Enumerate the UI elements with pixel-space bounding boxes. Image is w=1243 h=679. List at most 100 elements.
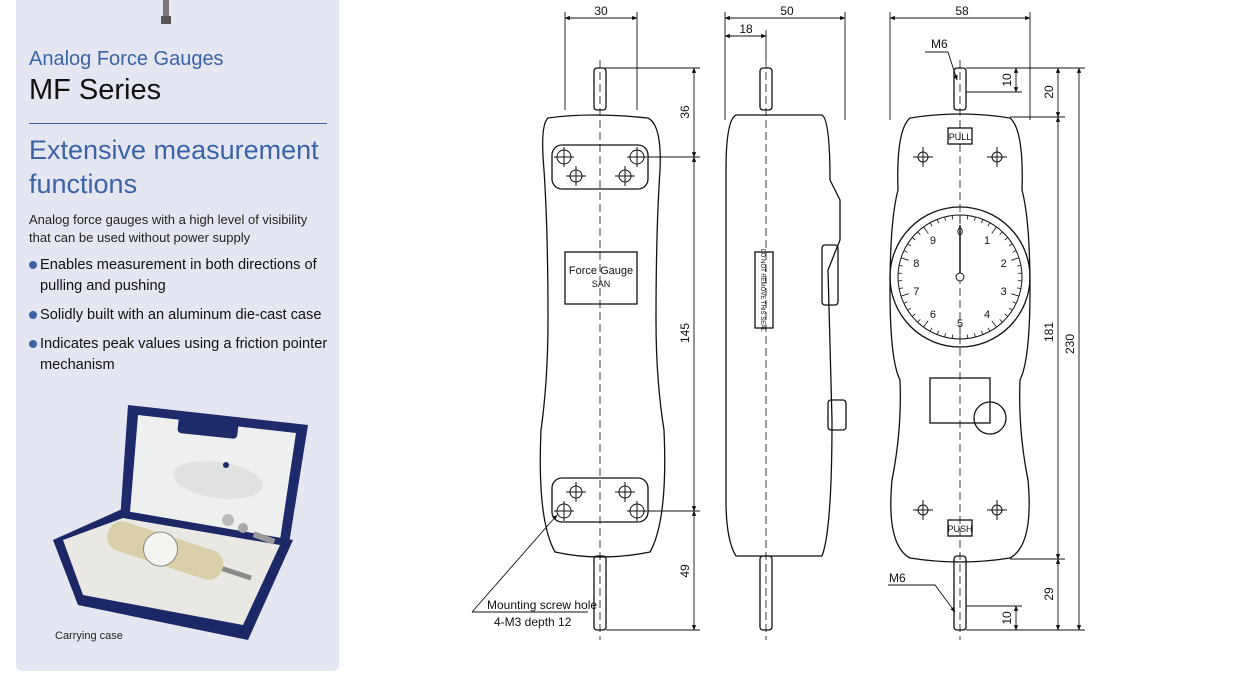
dial-tick (1016, 287, 1021, 290)
dial-tick (974, 333, 976, 338)
dial-tick (923, 226, 929, 234)
feature-item: Indicates peak values using a friction p… (29, 334, 329, 376)
dial-tick (999, 231, 1003, 235)
dial-tick (980, 330, 984, 335)
dial-tick (980, 219, 984, 224)
back-nameplate-line2: SAN (592, 279, 611, 289)
dial-tick (903, 250, 908, 253)
feature-item: Enables measurement in both directions o… (29, 255, 329, 297)
dial-tick (974, 216, 976, 221)
thread-label-bottom: M6 (889, 571, 906, 585)
dial-number: 4 (984, 309, 990, 321)
dial-tick (936, 330, 940, 335)
dial-tick (900, 293, 909, 297)
dim-side-width: 50 (780, 4, 794, 18)
intro-text: Analog force gauges with a high level of… (29, 212, 308, 245)
dim-front-width: 58 (955, 4, 969, 18)
dial-tick (1012, 250, 1017, 253)
series-title: MF Series (29, 74, 162, 106)
dial-tick (1008, 243, 1013, 247)
dial-tick (911, 313, 916, 317)
dial-tick (1016, 264, 1021, 267)
dial-tick (1004, 237, 1009, 241)
side-seal-label: DO NOT REMOVE THIS SEAL (759, 248, 765, 332)
dial-numbers: 0 12 34 5 67 89 (913, 226, 1007, 330)
back-nameplate-line1: Force Gauge (569, 265, 633, 277)
dial-tick (1004, 313, 1009, 317)
dial-tick (911, 237, 916, 241)
dial-tick (907, 243, 912, 247)
dim-thread-top: 10 (1000, 73, 1014, 87)
dial-tick (944, 333, 946, 338)
side-view (725, 60, 847, 640)
dimension-drawing: 30 50 18 58 36 145 49 10 20 181 230 29 1… (471, 4, 1085, 640)
dim-face-height: 181 (1042, 322, 1056, 342)
dial-number: 6 (930, 309, 936, 321)
dial-tick (1012, 301, 1017, 304)
category-title: Analog Force Gauges (29, 48, 224, 70)
dial-tick (1008, 307, 1013, 311)
dim-thread-bottom: 10 (1000, 611, 1014, 625)
feature-text: Enables measurement in both directions o… (40, 257, 317, 294)
dial-number: 3 (1001, 286, 1007, 298)
dial-tick (991, 226, 997, 234)
feature-item: Solidly built with an aluminum die-cast … (29, 305, 329, 326)
gauge-tip-image (161, 0, 171, 24)
dial-tick (900, 257, 909, 261)
mounting-label: Mounting screw hole (487, 598, 597, 612)
dim-bottom-shaft: 49 (678, 564, 692, 578)
dial-tick (999, 319, 1003, 323)
feature-list: Enables measurement in both directions o… (29, 255, 329, 384)
dim-bottom-to-face: 29 (1042, 587, 1056, 601)
dial-number: 1 (984, 235, 990, 247)
section-heading: Extensive measurement functions (29, 135, 319, 199)
dial-tick (987, 327, 991, 332)
dial-tick (966, 215, 969, 220)
dial-tick (923, 320, 929, 328)
dim-top-to-face: 20 (1042, 85, 1056, 99)
dial-tick (917, 231, 921, 235)
dial-tick (951, 334, 954, 339)
dial-tick (907, 307, 912, 311)
dial-tick (936, 219, 940, 224)
dial-tick (899, 264, 904, 267)
dial-tick (987, 222, 991, 227)
dial-number: 7 (913, 286, 919, 298)
pull-label: PULL (949, 132, 972, 142)
mounting-spec: 4-M3 depth 12 (494, 615, 572, 629)
dim-overall: 230 (1063, 334, 1077, 354)
feature-text: Indicates peak values using a friction p… (40, 336, 328, 373)
dial-number: 2 (1001, 258, 1007, 270)
photo-caption: Carrying case (55, 630, 123, 642)
back-view (539, 60, 666, 640)
dial-tick (899, 287, 904, 290)
dial-tick (951, 215, 954, 220)
dial-tick (929, 222, 933, 227)
dial-number: 9 (930, 235, 936, 247)
dim-side-offset: 18 (739, 22, 753, 36)
divider (29, 123, 327, 124)
dial-tick (991, 320, 997, 328)
feature-text: Solidly built with an aluminum die-cast … (40, 307, 322, 323)
mounting-holes (554, 147, 1007, 521)
bullet-icon (29, 261, 37, 269)
front-view (889, 60, 1031, 640)
dial-tick (917, 319, 921, 323)
dim-top-shaft: 36 (678, 105, 692, 119)
dial-scale (898, 215, 1022, 339)
bullet-icon (29, 340, 37, 348)
dial-tick (929, 327, 933, 332)
bullet-icon (29, 311, 37, 319)
carrying-case-image (53, 405, 308, 640)
dial-number: 0 (957, 226, 963, 238)
dim-back-width: 30 (594, 4, 608, 18)
dial-number: 5 (957, 318, 963, 330)
thread-label-top: M6 (931, 37, 948, 51)
push-label: PUSH (947, 524, 972, 534)
dim-body: 145 (678, 323, 692, 343)
dial-tick (944, 216, 946, 221)
dial-tick (903, 301, 908, 304)
dial-tick (966, 334, 969, 339)
dial-number: 8 (913, 258, 919, 270)
dial-tick (1011, 257, 1020, 261)
